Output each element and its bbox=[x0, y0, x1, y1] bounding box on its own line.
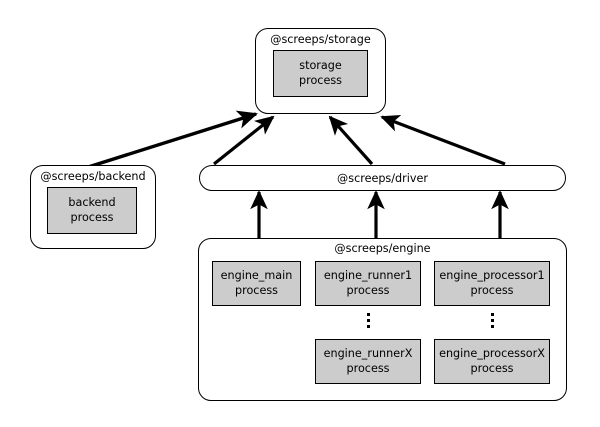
process-backend[interactable]: backend process bbox=[47, 187, 137, 234]
process-engine-runnerx[interactable]: engine_runnerX process bbox=[315, 339, 421, 384]
process-engine-main-line2: process bbox=[235, 283, 278, 297]
process-storage[interactable]: storage process bbox=[273, 50, 368, 97]
package-driver-label: @screeps/driver bbox=[337, 171, 428, 185]
process-engine-processorx-line2: process bbox=[470, 361, 514, 375]
vertical-ellipsis-runner bbox=[367, 313, 370, 328]
process-backend-line2: process bbox=[70, 210, 114, 224]
edge-backend-to-storage bbox=[84, 110, 258, 170]
process-storage-line2: process bbox=[299, 73, 342, 87]
package-engine-label: @screeps/engine bbox=[334, 242, 431, 255]
process-storage-line1: storage bbox=[299, 59, 342, 73]
process-engine-processor1[interactable]: engine_processor1 process bbox=[434, 261, 550, 306]
process-engine-runnerx-line1: engine_runnerX bbox=[323, 347, 413, 361]
package-driver[interactable]: @screeps/driver bbox=[199, 165, 566, 191]
process-engine-main-line1: engine_main bbox=[220, 269, 293, 283]
process-engine-runner1-line1: engine_runner1 bbox=[323, 269, 413, 283]
process-engine-runner1-line2: process bbox=[346, 283, 390, 297]
process-engine-main[interactable]: engine_main process bbox=[212, 261, 301, 306]
process-engine-processorx-line1: engine_processorX bbox=[439, 347, 545, 361]
process-engine-runner1[interactable]: engine_runner1 process bbox=[315, 261, 421, 306]
process-engine-runnerx-line2: process bbox=[346, 361, 390, 375]
package-backend-label: @screeps/backend bbox=[40, 170, 146, 183]
process-engine-processor1-line1: engine_processor1 bbox=[439, 269, 545, 283]
process-engine-processorx[interactable]: engine_processorX process bbox=[434, 339, 550, 384]
process-engine-processor1-line2: process bbox=[470, 283, 514, 297]
edge-driver-to-storage-left bbox=[213, 115, 275, 166]
vertical-ellipsis-processor bbox=[491, 313, 494, 328]
edge-driver-to-storage-mid bbox=[328, 115, 374, 166]
process-backend-line1: backend bbox=[68, 196, 116, 210]
package-storage-label: @screeps/storage bbox=[270, 33, 371, 46]
edge-driver-to-storage-right bbox=[380, 114, 506, 166]
